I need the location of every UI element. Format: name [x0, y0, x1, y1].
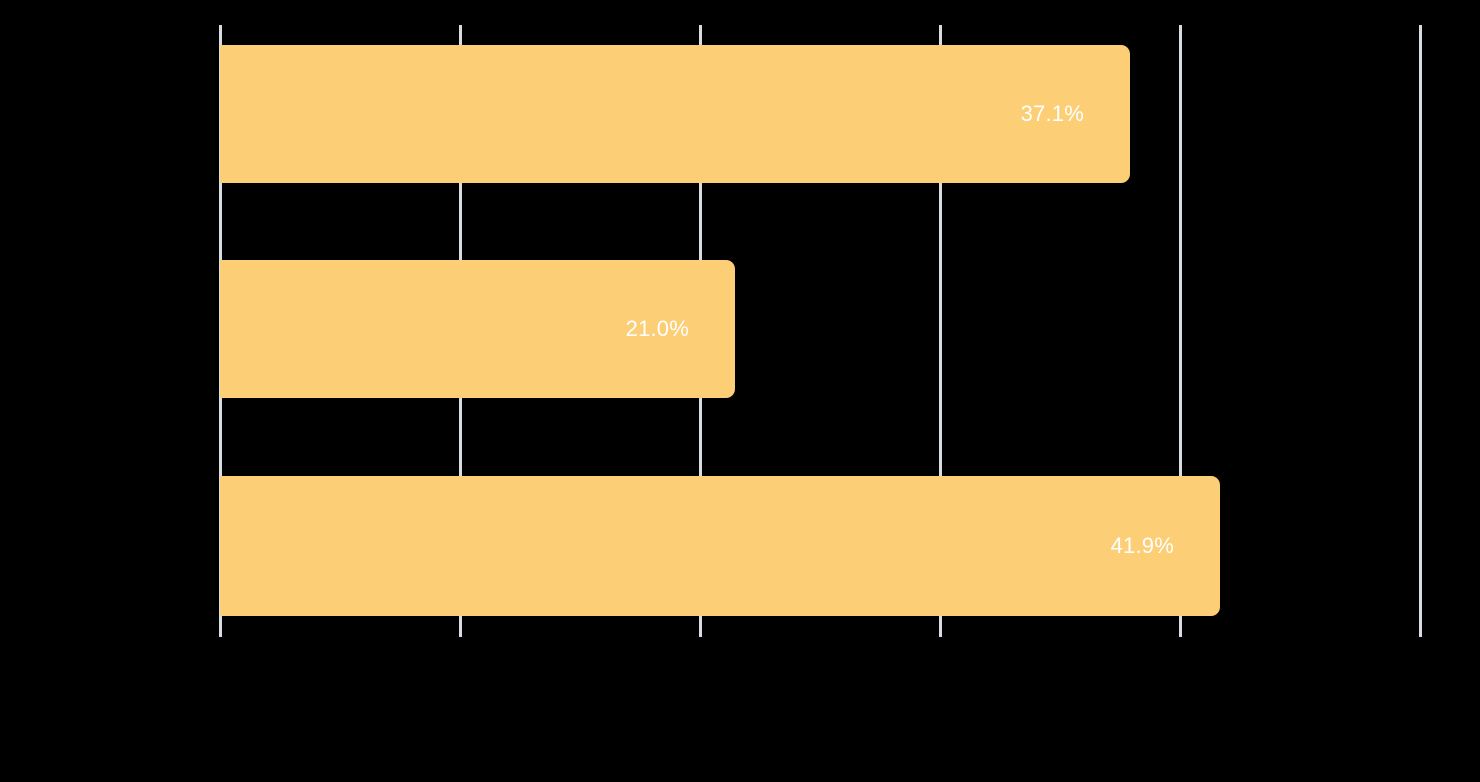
bar-row-3: 41.9%	[0, 476, 1480, 616]
bar-3-value-label: 41.9%	[1110, 533, 1174, 558]
bar-2-value-label: 21.0%	[625, 316, 689, 341]
bar-2[interactable]: 21.0%	[220, 260, 735, 398]
bar-3[interactable]: 41.9%	[220, 476, 1220, 616]
bar-row-1: 37.1%	[0, 45, 1480, 183]
bar-row-2: 21.0%	[0, 260, 1480, 398]
bar-1[interactable]: 37.1%	[220, 45, 1130, 183]
gridline-5	[1419, 25, 1422, 637]
gridline-3	[939, 25, 942, 637]
bar-1-value-label: 37.1%	[1020, 101, 1084, 126]
gridline-4	[1179, 25, 1182, 637]
